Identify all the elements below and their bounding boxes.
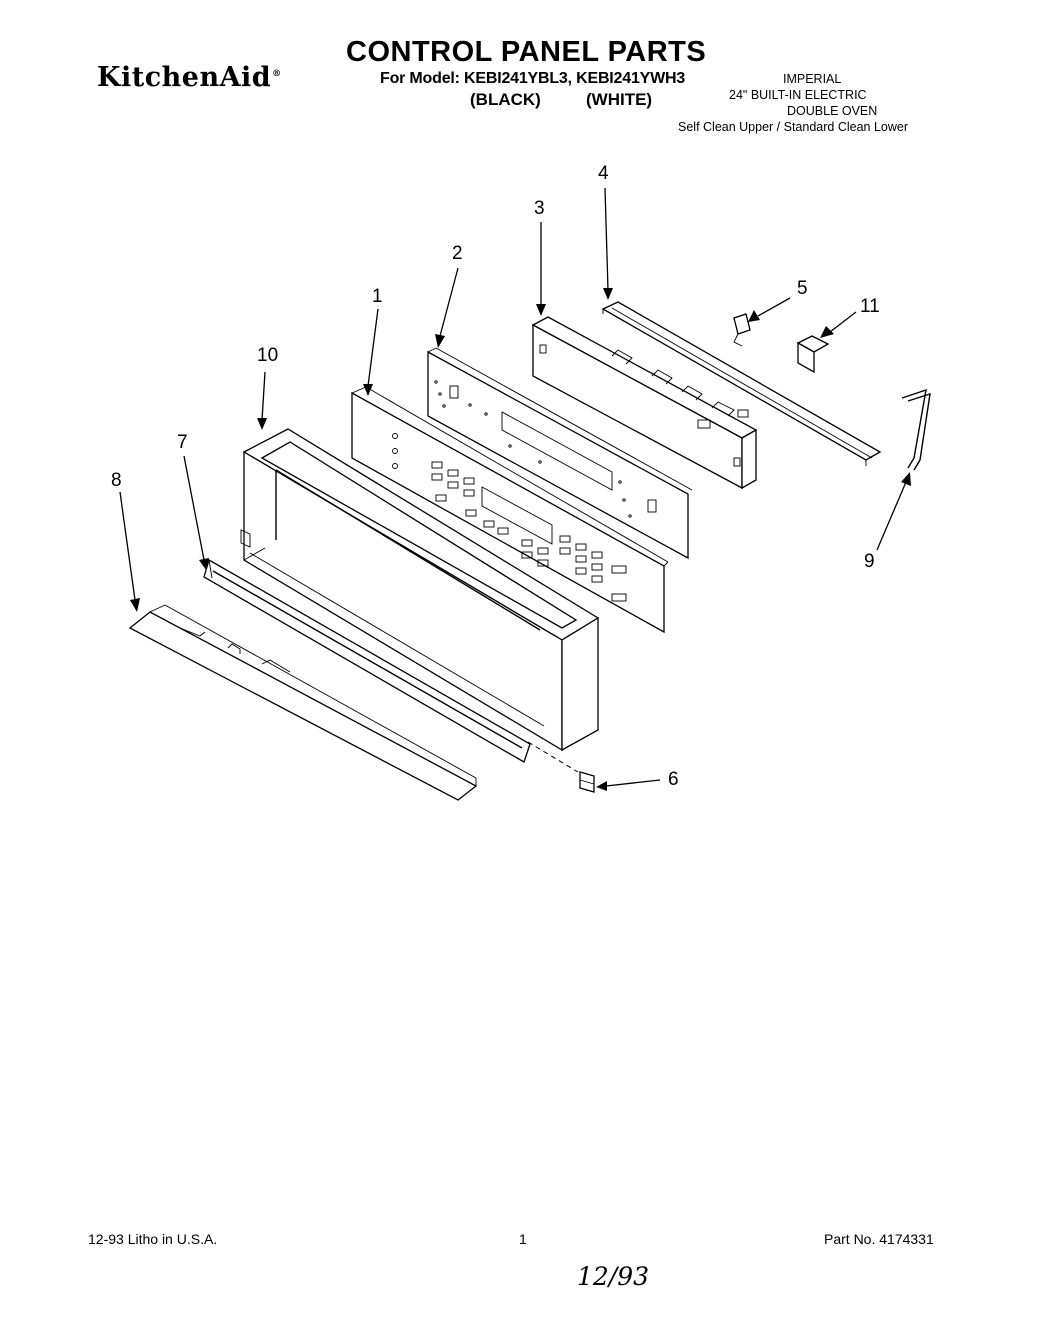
info-line-2: 24" BUILT-IN ELECTRIC — [729, 88, 867, 102]
callout-3: 3 — [534, 198, 545, 219]
model-line: For Model: KEBI241YBL3, KEBI241YWH3 — [380, 70, 686, 87]
part-2-membrane-panel — [427, 347, 693, 560]
callout-arrows — [119, 187, 911, 791]
color-label-black: (BLACK) — [470, 90, 541, 109]
info-line-1: IMPERIAL — [783, 72, 842, 86]
callout-1: 1 — [372, 286, 383, 307]
callout-6: 6 — [668, 769, 679, 790]
part-7-trim-bar — [203, 559, 531, 763]
part-10-housing-frame — [240, 428, 600, 752]
part-1-control-panel — [351, 386, 669, 634]
callout-8: 8 — [111, 470, 122, 491]
brand-name: KitchenAid — [97, 62, 272, 93]
info-line-4: Self Clean Upper / Standard Clean Lower — [678, 120, 908, 134]
color-label-white: (WHITE) — [586, 90, 653, 109]
part-4-mounting-channel — [601, 301, 882, 466]
part-8-trim-strip — [128, 604, 478, 801]
callout-10: 10 — [257, 345, 279, 366]
page-number: 1 — [519, 1231, 527, 1247]
footer-litho: 12-93 Litho in U.S.A. — [88, 1231, 218, 1247]
registered-mark: ® — [272, 69, 282, 79]
part-3-control-board — [531, 316, 758, 490]
page-title: CONTROL PANEL PARTS — [346, 36, 707, 68]
callout-11: 11 — [860, 296, 880, 317]
callout-4: 4 — [598, 163, 609, 184]
part-9-hanger-bracket — [901, 388, 931, 471]
callout-5: 5 — [797, 278, 808, 299]
callout-7: 7 — [177, 432, 188, 453]
part-11-bracket — [796, 335, 830, 374]
callout-2: 2 — [452, 243, 463, 264]
part-6-clip — [527, 741, 595, 793]
callout-9: 9 — [864, 551, 875, 572]
part-number: Part No. 4174331 — [824, 1231, 934, 1247]
info-line-3: DOUBLE OVEN — [787, 104, 878, 118]
handwritten-date: 12/93 — [577, 1262, 650, 1291]
brand-logo: KitchenAid® — [97, 62, 282, 93]
part-5-clip — [733, 313, 751, 347]
